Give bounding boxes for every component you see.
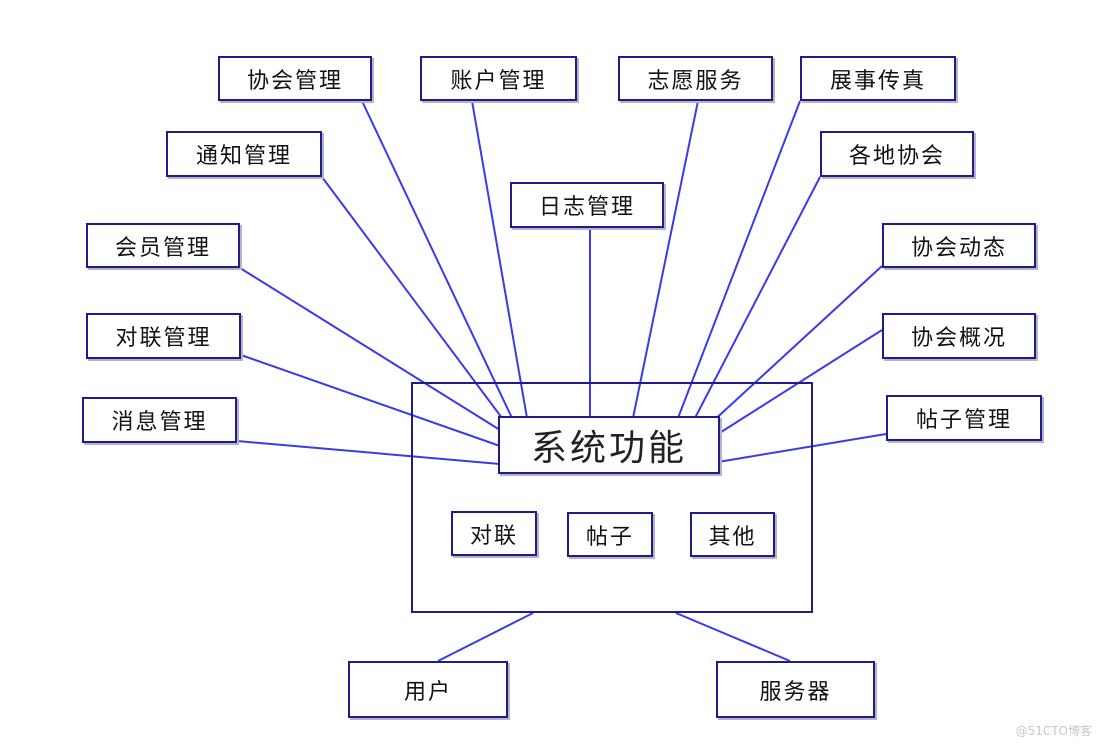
core-other: 其他	[690, 512, 775, 557]
module-regional-associations: 各地协会	[820, 131, 974, 177]
module-post-management: 帖子管理	[886, 395, 1042, 441]
line-regional-associations	[694, 176, 821, 419]
client-user: 用户	[348, 661, 508, 718]
client-server: 服务器	[716, 661, 875, 718]
core-post: 帖子	[567, 512, 653, 557]
module-couplet-management: 对联管理	[86, 313, 241, 359]
line-couplet-management	[240, 354, 501, 447]
module-association-news: 协会动态	[882, 223, 1036, 268]
module-account-management: 账户管理	[420, 56, 577, 101]
module-association-overview: 协会概况	[882, 313, 1036, 359]
module-message-management: 消息管理	[82, 397, 237, 443]
system-function-title: 系统功能	[498, 416, 720, 474]
line-user	[437, 612, 534, 662]
module-log-management: 日志管理	[510, 182, 664, 228]
module-notice-management: 通知管理	[166, 131, 322, 177]
line-account-management	[471, 100, 528, 419]
line-message-management	[236, 440, 501, 465]
line-association-management	[361, 100, 513, 419]
watermark-text: @51CTO博客	[1015, 724, 1092, 738]
module-exhibition-news: 展事传真	[800, 56, 956, 101]
line-volunteer-service	[632, 100, 699, 419]
line-notice-management	[321, 176, 503, 419]
line-association-news	[709, 265, 883, 425]
line-exhibition-news	[677, 100, 801, 419]
line-member-management	[239, 267, 501, 431]
core-couplet: 对联	[451, 511, 537, 556]
module-volunteer-service: 志愿服务	[618, 56, 773, 101]
line-post-management	[717, 433, 887, 463]
line-server	[675, 612, 791, 662]
system-boundary	[411, 382, 813, 613]
module-member-management: 会员管理	[86, 223, 240, 268]
module-association-management: 协会管理	[218, 56, 372, 101]
